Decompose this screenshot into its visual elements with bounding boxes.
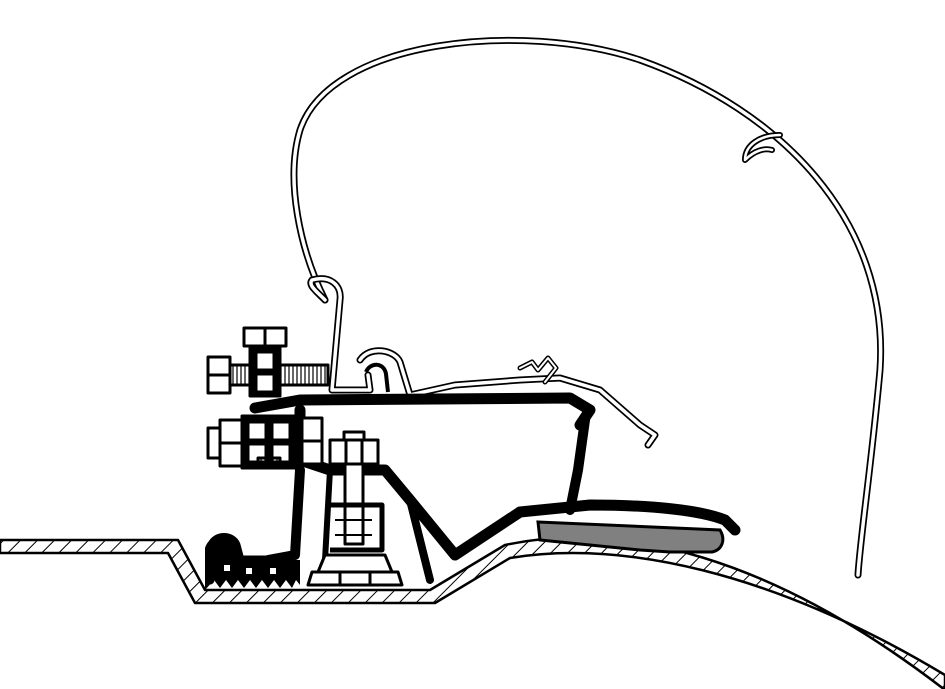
- rail-hook: [364, 362, 390, 393]
- rubber-gasket: [536, 520, 725, 554]
- bracket-foot-grip: [205, 535, 300, 590]
- bolt-assembly-lower: [206, 414, 324, 470]
- vehicle-roof-panel: [0, 536, 945, 689]
- awning-cassette-housing: [290, 36, 885, 579]
- clamp-bolt: [306, 430, 404, 587]
- mounting-rail: [356, 347, 659, 449]
- bolt-assembly-upper: [206, 326, 330, 398]
